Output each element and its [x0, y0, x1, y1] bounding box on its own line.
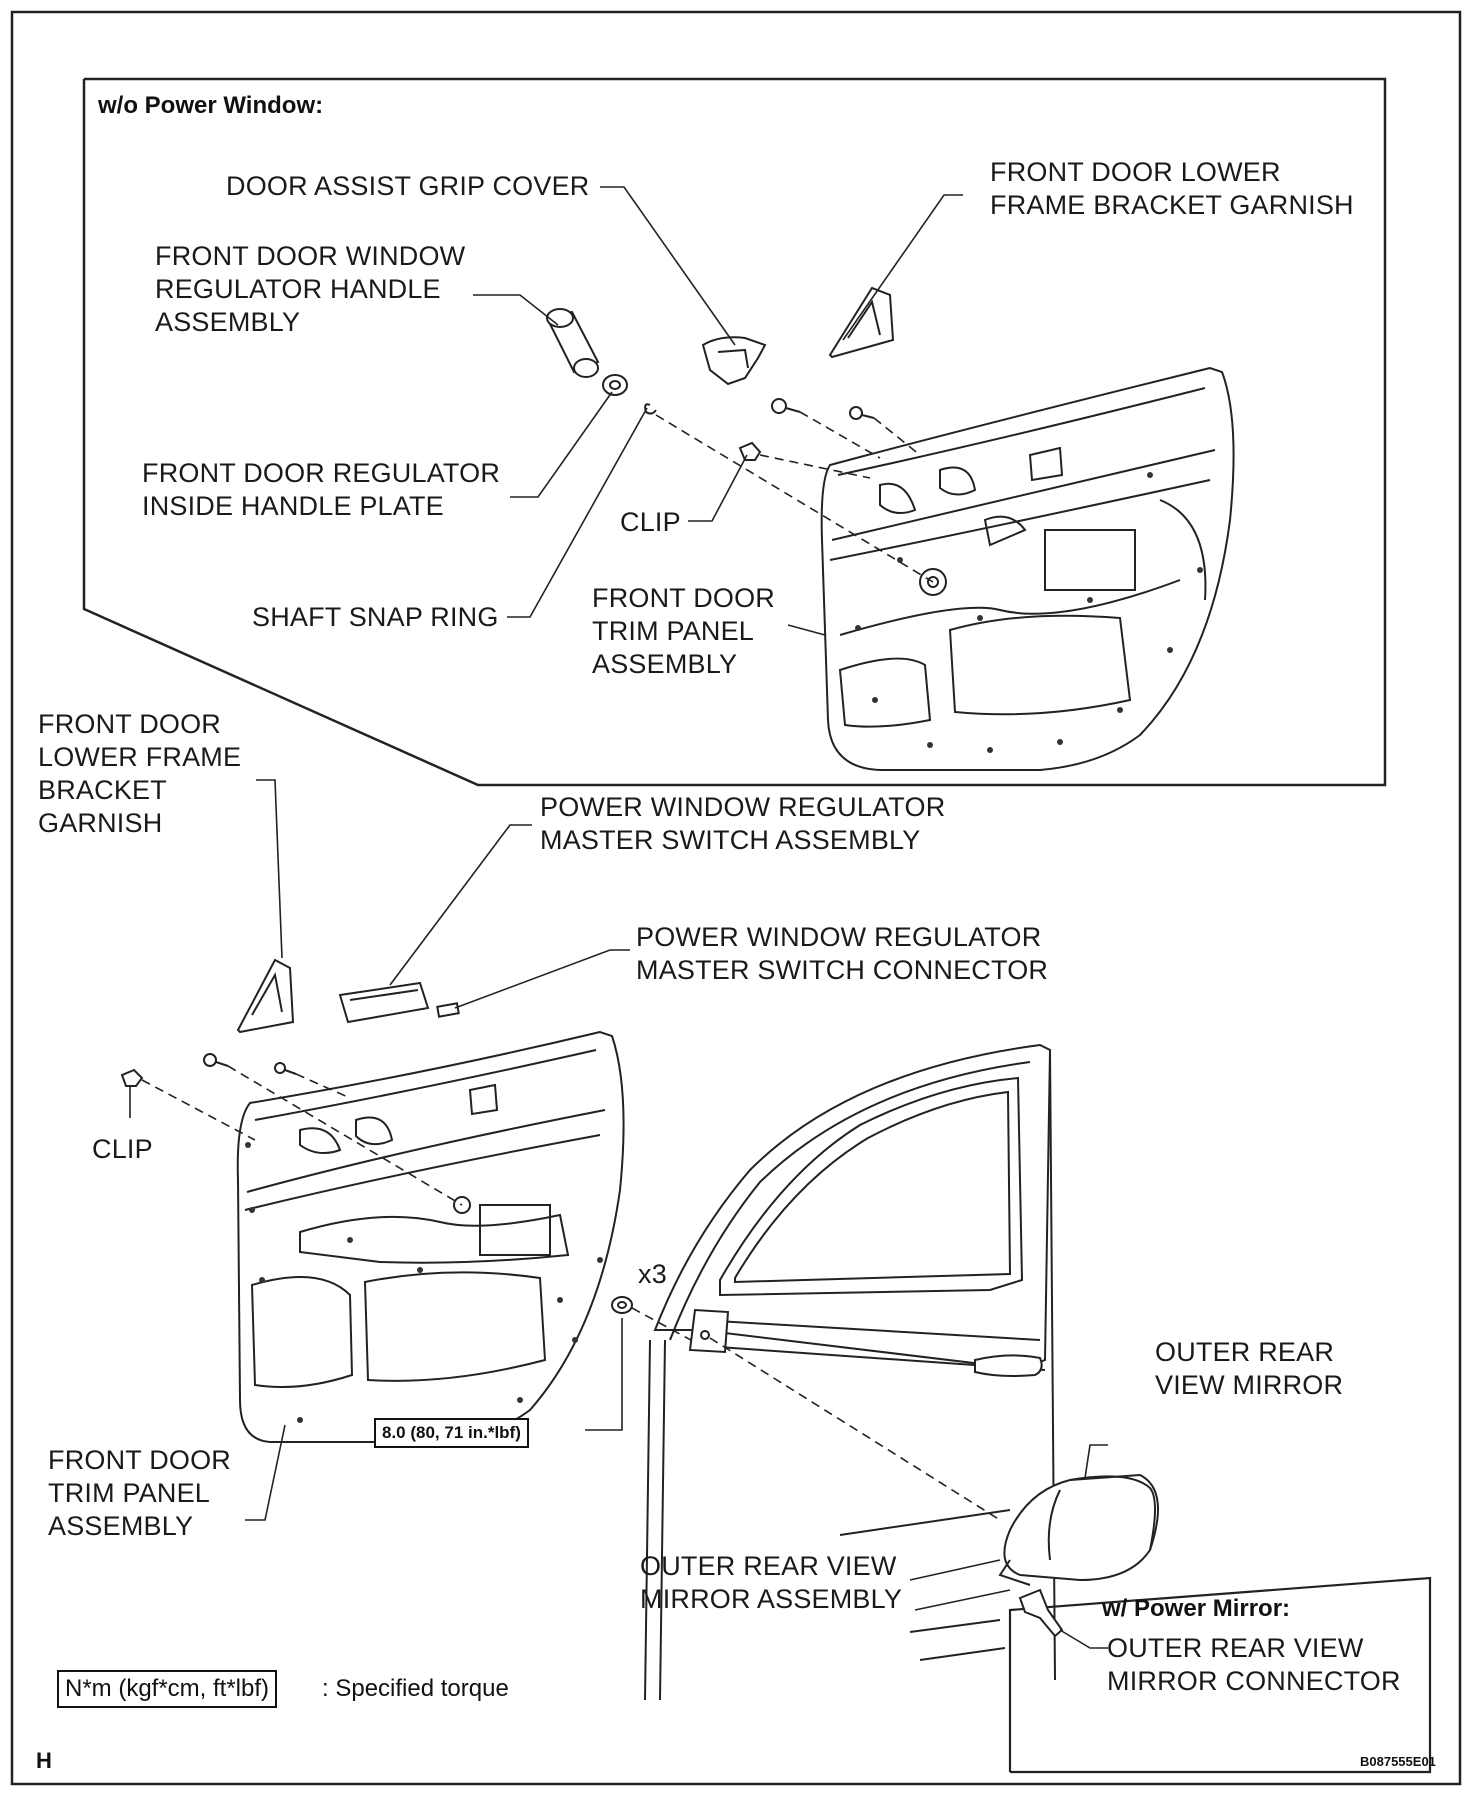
legend-text: : Specified torque	[322, 1675, 509, 1702]
dashed-assembly-lines-bottom	[141, 1065, 701, 1346]
figure-code: B087555E01	[1360, 1754, 1436, 1769]
label-front-door-lower-frame-bracket-garnish-top: FRONT DOOR LOWER FRAME BRACKET GARNISH	[990, 157, 1354, 220]
trim-panel-bottom	[236, 1030, 625, 1443]
label-power-window-master-switch-assembly: POWER WINDOW REGULATOR MASTER SWITCH ASS…	[540, 792, 946, 855]
clip-bottom-part	[120, 1068, 144, 1087]
master-switch-part	[338, 981, 430, 1024]
torque-spec-box: 8.0 (80, 71 in.*lbf)	[374, 1418, 529, 1448]
front-door-body	[644, 1043, 1056, 1701]
label-front-door-trim-panel-top: FRONT DOOR TRIM PANEL ASSEMBLY	[592, 583, 775, 679]
dashed-assembly-lines-top	[655, 411, 934, 583]
label-front-door-regulator-inside-handle-plate: FRONT DOOR REGULATOR INSIDE HANDLE PLATE	[142, 458, 501, 521]
label-clip-bottom: CLIP	[92, 1134, 153, 1164]
outer-mirror-part	[998, 1473, 1159, 1638]
leader-lines-top	[473, 186, 963, 636]
inset-header-wo-power-window: w/o Power Window:	[98, 92, 324, 119]
grip-cover-part	[701, 336, 767, 386]
label-x3: x3	[638, 1259, 667, 1289]
snap-ring-part	[644, 403, 657, 415]
label-outer-rear-view-mirror: OUTER REAR VIEW MIRROR	[1155, 1337, 1344, 1400]
clip-top-part	[738, 441, 762, 461]
outer-frame	[10, 10, 1462, 1786]
garnish-left-part	[236, 958, 295, 1034]
legend-unit-box: N*m (kgf*cm, ft*lbf)	[57, 1670, 278, 1708]
bottom-parts	[120, 958, 633, 1314]
inset-frame-wo-power-window	[82, 77, 1387, 787]
label-shaft-snap-ring: SHAFT SNAP RING	[252, 602, 499, 632]
inset-header-w-power-mirror: w/ Power Mirror:	[1102, 1595, 1291, 1622]
leader-lines-bottom	[129, 779, 1108, 1649]
dashed-mirror-line	[709, 1337, 1001, 1521]
label-clip-top: CLIP	[620, 507, 681, 537]
screws-top	[771, 398, 875, 420]
trim-panel-top-details	[855, 472, 1203, 753]
label-outer-rear-view-mirror-assembly: OUTER REAR VIEW MIRROR ASSEMBLY	[640, 1551, 903, 1614]
label-front-door-window-regulator-handle: FRONT DOOR WINDOW REGULATOR HANDLE ASSEM…	[155, 241, 466, 337]
handle-plate-part	[602, 374, 628, 396]
label-outer-rear-view-mirror-connector: OUTER REAR VIEW MIRROR CONNECTOR	[1107, 1633, 1401, 1696]
inset-frame-w-power-mirror	[1008, 1576, 1432, 1774]
label-front-door-lower-frame-bracket-garnish-left: FRONT DOOR LOWER FRAME BRACKET GARNISH	[38, 709, 242, 838]
label-door-assist-grip-cover: DOOR ASSIST GRIP COVER	[226, 171, 590, 201]
corner-letter: H	[36, 1748, 52, 1773]
garnish-top-part	[828, 286, 895, 359]
regulator-handle-part	[546, 308, 600, 378]
label-power-window-master-switch-connector: POWER WINDOW REGULATOR MASTER SWITCH CON…	[636, 922, 1049, 985]
switch-connector-part	[436, 1002, 460, 1018]
trim-panel-top	[820, 366, 1235, 771]
label-front-door-trim-panel-bottom: FRONT DOOR TRIM PANEL ASSEMBLY	[48, 1445, 231, 1541]
